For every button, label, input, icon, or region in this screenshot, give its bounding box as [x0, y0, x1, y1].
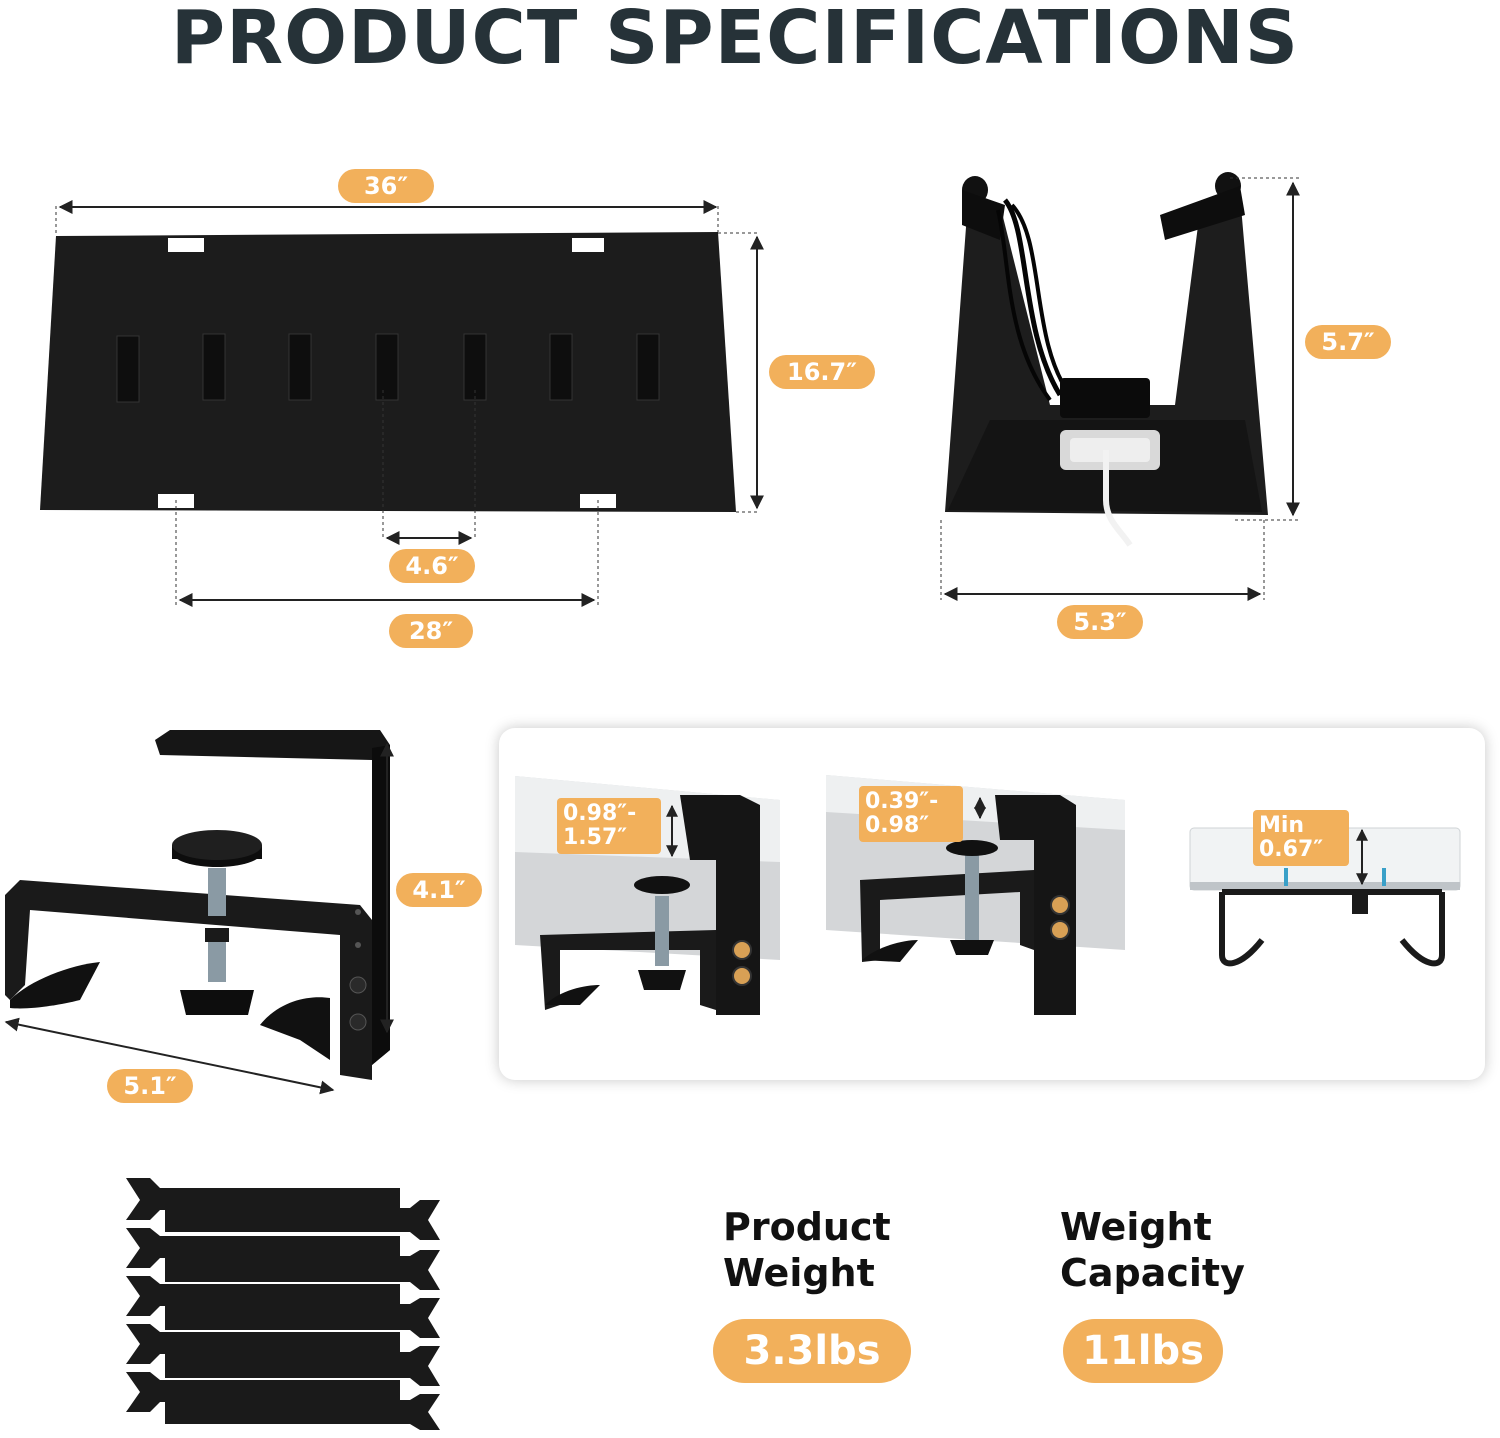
weight-capacity-value: 11lbs	[1063, 1319, 1223, 1383]
clamp-illustration	[5, 730, 390, 1080]
desk-range-card	[499, 728, 1485, 1080]
tray-slots	[116, 333, 660, 403]
weight-label-line2: Weight	[723, 1251, 875, 1295]
slot-spacing-label: 4.6″	[389, 549, 475, 583]
page-title: PRODUCT SPECIFICATIONS	[170, 0, 1300, 81]
tray-notch	[168, 238, 204, 252]
product-weight-heading: Product Weight	[723, 1204, 891, 1296]
tray-notch	[572, 238, 604, 252]
weight-label-line1: Product	[723, 1205, 891, 1249]
capacity-label-line1: Weight	[1060, 1205, 1212, 1249]
product-weight-value: 3.3lbs	[713, 1319, 911, 1383]
range2-line1: 0.39″-	[865, 789, 939, 814]
tray-width-label: 36″	[338, 169, 434, 203]
clamp-height-label: 4.1″	[396, 873, 482, 907]
range2-line2: 0.98″	[865, 813, 930, 838]
weight-capacity-heading: Weight Capacity	[1060, 1204, 1245, 1296]
range1-line2: 1.57″	[563, 825, 628, 850]
side-height-label: 5.7″	[1305, 325, 1391, 359]
min-desk-label: Min 0.67″	[1253, 810, 1349, 866]
capacity-label-line2: Capacity	[1060, 1251, 1245, 1295]
min-line1: Min	[1259, 813, 1305, 838]
clamp-depth-label: 5.1″	[107, 1069, 193, 1103]
min-line2: 0.67″	[1259, 837, 1324, 862]
thick-desk-range-label: 0.98″- 1.57″	[557, 798, 661, 854]
tray-height-label: 16.7″	[769, 355, 875, 389]
thin-desk-range-label: 0.39″- 0.98″	[859, 786, 963, 842]
clamp-spacing-label: 28″	[389, 614, 473, 648]
side-width-label: 5.3″	[1057, 605, 1143, 639]
clamp-depth-dimension	[4, 1017, 335, 1095]
range1-line1: 0.98″-	[563, 801, 637, 826]
side-view-illustration	[945, 172, 1268, 547]
